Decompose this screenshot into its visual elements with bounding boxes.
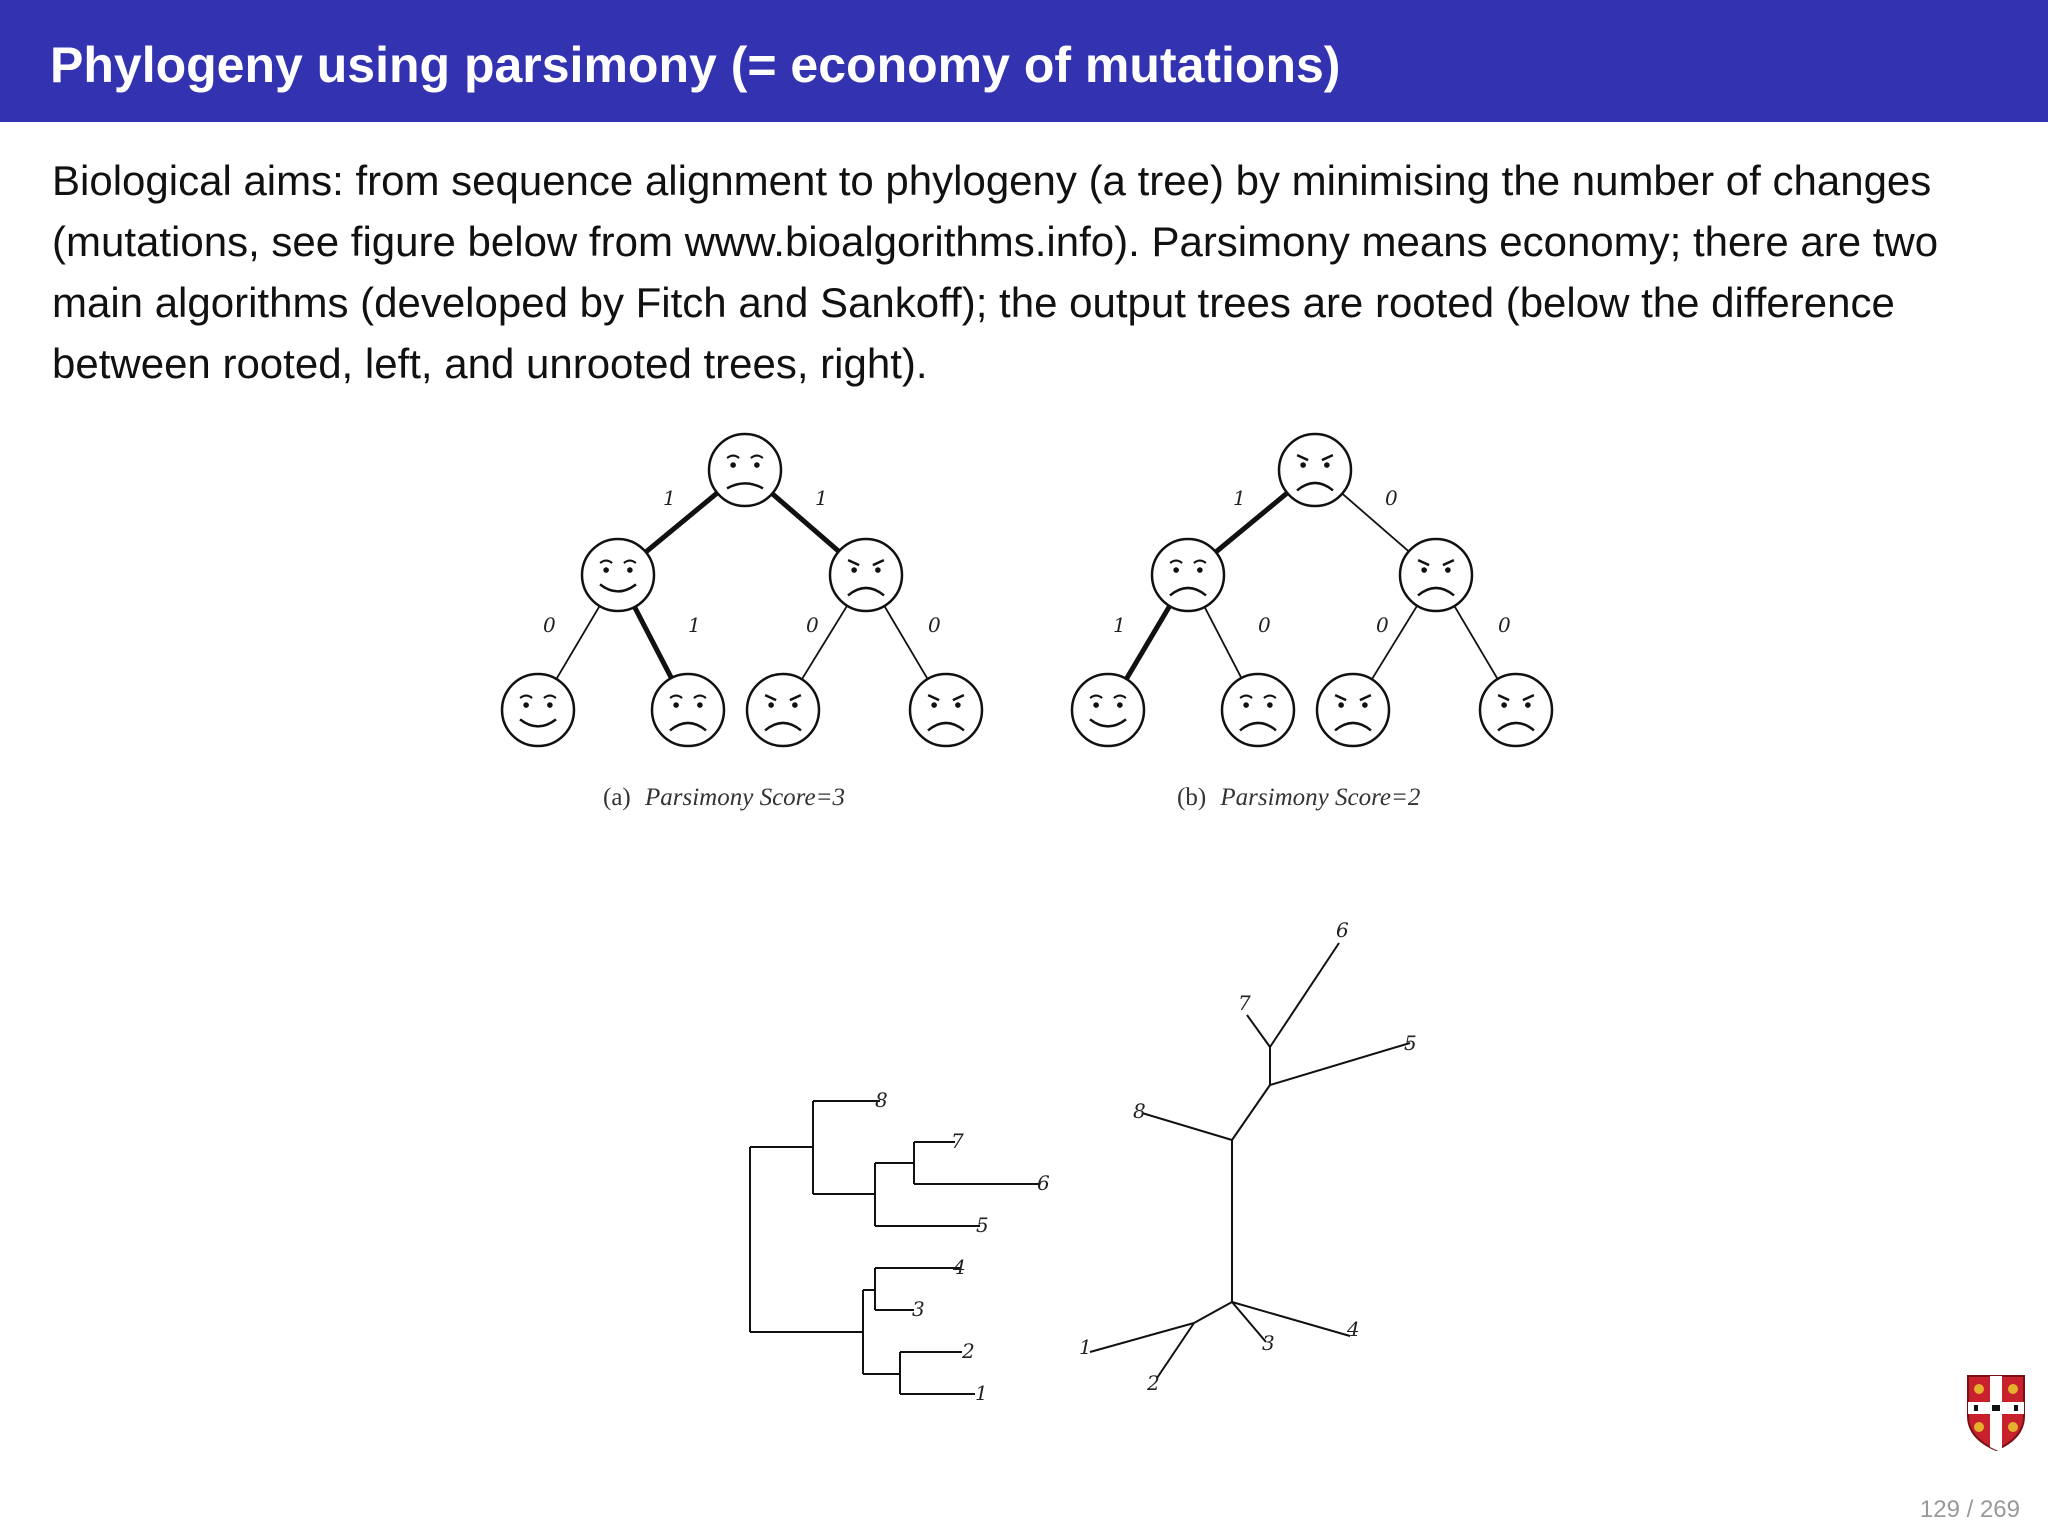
rooted-leaf-label: 5 [976, 1213, 989, 1237]
unrooted-branch [1156, 1322, 1195, 1379]
unrooted-leaf-label: 4 [1346, 1317, 1360, 1341]
unrooted-leaf-label: 2 [1146, 1371, 1160, 1395]
unrooted-branch [1231, 1084, 1271, 1141]
unrooted-leaf-label: 7 [1238, 991, 1251, 1015]
title-bar: Phylogeny using parsimony (= economy of … [0, 0, 2048, 122]
tree-edge [644, 491, 719, 554]
university-crest-icon [1967, 1375, 2025, 1452]
tree-b-face-icon [1478, 672, 1554, 748]
edge-weight-label: 0 [1498, 613, 1511, 637]
caption-b-prefix: (b) [1177, 784, 1206, 811]
edge-weight-label: 1 [688, 613, 701, 637]
page-number: 129 / 269 [1919, 1496, 2020, 1523]
rooted-leaf-label: 3 [912, 1297, 925, 1321]
unrooted-leaf-label: 8 [1133, 1099, 1146, 1123]
unrooted-branch [1269, 1042, 1411, 1086]
parsimony-trees: 1 1 0 1 0 0 1 0 1 0 0 0 [500, 432, 1554, 748]
caption-a-prefix: (a) [603, 784, 631, 811]
tree-a-face-icon [745, 672, 821, 748]
unrooted-branch [1193, 1301, 1233, 1324]
rooted-leaf-label: 8 [875, 1088, 888, 1112]
unrooted-branch [1246, 1014, 1271, 1048]
unrooted-leaf-label: 5 [1404, 1031, 1417, 1055]
unrooted-branch [1141, 1112, 1233, 1141]
tree-edge [632, 605, 674, 680]
tree-edge [1453, 605, 1499, 680]
rooted-leaf-label: 1 [975, 1381, 988, 1405]
rooted-leaf-label: 2 [961, 1339, 975, 1363]
tree-b-face-icon [1277, 432, 1353, 508]
slide-title: Phylogeny using parsimony (= economy of … [50, 37, 1341, 93]
unrooted-branch [1269, 942, 1340, 1048]
rooted-leaf-label: 4 [952, 1255, 966, 1279]
tree-edge [555, 605, 601, 680]
tree-b-face-icon [1398, 537, 1474, 613]
tree-b-face-icon [1315, 672, 1391, 748]
body-paragraph: Biological aims: from sequence alignment… [52, 157, 1939, 387]
rooted-tree [749, 1100, 1040, 1395]
tree-edge [1124, 604, 1172, 681]
tree-b-face-icon [1150, 537, 1226, 613]
rooted-tree-labels: 8 7 6 5 4 3 2 1 [875, 1088, 1050, 1405]
tree-edge [801, 605, 848, 680]
tree-a-face-icon [828, 537, 904, 613]
rooted-leaf-label: 6 [1037, 1171, 1050, 1195]
tree-edge [770, 491, 841, 554]
unrooted-branch [1231, 1301, 1267, 1343]
tree-b-face-icon [1070, 672, 1146, 748]
edge-weight-label: 0 [1385, 486, 1398, 510]
unrooted-branch [1089, 1322, 1195, 1353]
unrooted-tree [1089, 942, 1411, 1379]
edge-weight-label: 1 [1113, 613, 1126, 637]
caption-b-text: Parsimony Score=2 [1219, 784, 1420, 811]
unrooted-leaf-label: 1 [1079, 1335, 1092, 1359]
edge-weight-label: 0 [928, 613, 941, 637]
tree-edge [1371, 605, 1418, 680]
unrooted-leaf-label: 3 [1262, 1331, 1275, 1355]
tree-edge [1214, 491, 1289, 554]
edge-weight-label: 0 [1376, 613, 1389, 637]
tree-a-face-icon [500, 672, 576, 748]
unrooted-tree-labels: 6 7 5 8 1 2 3 4 [1079, 918, 1417, 1395]
tree-a-face-icon [707, 432, 783, 508]
edge-weight-label: 1 [815, 486, 828, 510]
caption-b: (b) Parsimony Score=2 [1177, 784, 1420, 811]
caption-a-text: Parsimony Score=3 [644, 784, 845, 811]
edge-weight-label: 1 [663, 486, 676, 510]
tree-b-face-icon [1220, 672, 1296, 748]
tree-edge [1203, 606, 1243, 679]
edge-weight-label: 0 [1258, 613, 1271, 637]
rooted-leaf-label: 7 [951, 1129, 964, 1153]
edge-weight-label: 0 [806, 613, 819, 637]
tree-edge [883, 605, 929, 680]
tree-a-face-icon [908, 672, 984, 748]
tree-a-face-icon [580, 537, 656, 613]
unrooted-branch [1231, 1301, 1351, 1337]
tree-a-face-icon [650, 672, 726, 748]
edge-weight-label: 1 [1233, 486, 1246, 510]
unrooted-leaf-label: 6 [1336, 918, 1349, 942]
edge-weight-label: 0 [543, 613, 556, 637]
tree-edge [1341, 492, 1410, 553]
caption-a: (a) Parsimony Score=3 [603, 784, 845, 811]
